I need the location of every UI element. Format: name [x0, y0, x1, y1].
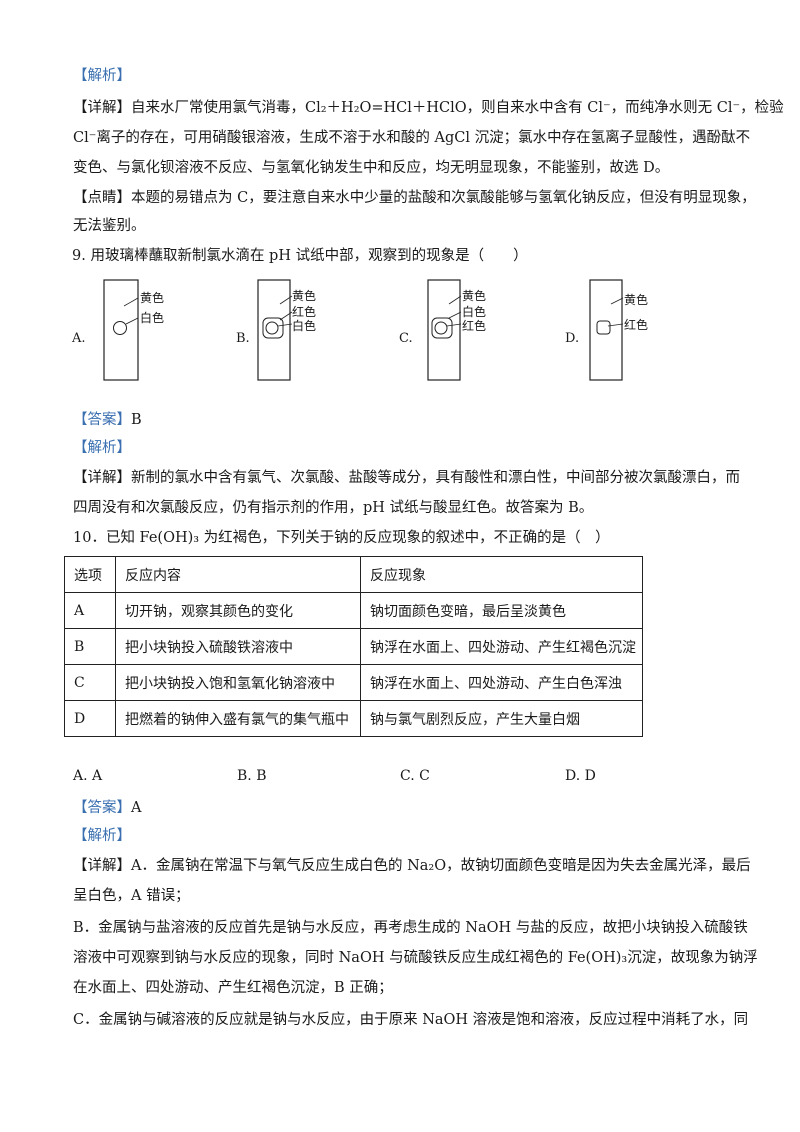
table-row: D 把燃着的钠伸入盛有氯气的集气瓶中 钠与氯气剧烈反应，产生大量白烟: [64, 700, 643, 737]
q10-table: 选项 反应内容 反应现象 A 切开钠，观察其颜色的变化 钠切面颜色变暗，最后呈淡…: [64, 556, 643, 737]
table-row: C 把小块钠投入饱和氢氧化钠溶液中 钠浮在水面上、四处游动、产生白色浑浊: [64, 664, 643, 701]
dianjing-tag: 【点睛】: [73, 190, 131, 206]
q10-detail-line: 溶液中可观察到钠与水反应的现象，同时 NaOH 与硫酸铁反应生成红褐色的 Fe(…: [73, 950, 758, 966]
q10-choice-d: D. D: [565, 768, 596, 784]
table-cell: 钠浮在水面上、四处游动、产生红褐色沉淀: [360, 628, 643, 665]
table-cell: 把燃着的钠伸入盛有氯气的集气瓶中: [115, 700, 361, 737]
table-cell: D: [64, 700, 116, 737]
table-cell: 把小块钠投入饱和氢氧化钠溶液中: [115, 664, 361, 701]
detail-tag: 【详解】: [73, 100, 131, 116]
ph-strip-d-diagram: [589, 279, 624, 381]
table-cell: 钠切面颜色变暗，最后呈淡黄色: [360, 592, 643, 629]
q10-choice-a: A. A: [73, 768, 103, 784]
table-cell: A: [64, 592, 116, 629]
q9-figure-d: D. 黄色 红色: [563, 276, 693, 386]
q9-jiexi-heading: 【解析】: [73, 440, 131, 456]
q10-detail-line: 在水面上、四处游动、产生红褐色沉淀，B 正确；: [73, 980, 393, 996]
table-cell: 钠与氯气剧烈反应，产生大量白烟: [360, 700, 643, 737]
table-header-cell: 反应内容: [115, 556, 361, 593]
dianjing-line: 无法鉴别。: [73, 218, 146, 234]
dianjing-line: 【点睛】本题的易错点为 C，要注意自来水中少量的盐酸和次氯酸能够与氢氧化钠反应，…: [73, 190, 756, 206]
q10-jiexi-heading: 【解析】: [73, 828, 131, 844]
q9-figure-a: A. 黄色 白色: [70, 276, 200, 386]
q10-detail-line: C．金属钠与碱溶液的反应就是钠与水反应，由于原来 NaOH 溶液是饱和溶液，反应…: [73, 1012, 749, 1028]
q9-figure-c: C. 黄色 白色 红色: [397, 276, 537, 386]
q9-detail-line: 【详解】新制的氯水中含有氯气、次氯酸、盐酸等成分，具有酸性和漂白性，中间部分被次…: [73, 470, 740, 486]
ph-strip-a-diagram: [103, 279, 139, 381]
q10-choice-c: C. C: [400, 768, 430, 784]
q9-figure-b: B. 黄色 红色 白色: [234, 276, 374, 386]
jiexi-heading-1: 【解析】: [73, 68, 131, 84]
q10-stem: 10．已知 Fe(OH)₃ 为红褐色，下列关于钠的反应现象的叙述中，不正确的是（…: [73, 530, 610, 546]
table-cell: 把小块钠投入硫酸铁溶液中: [115, 628, 361, 665]
ph-strip-c-diagram: [427, 279, 462, 381]
ph-strip-b-diagram: [257, 279, 293, 381]
table-cell: 切开钠，观察其颜色的变化: [115, 592, 361, 629]
q10-answer: 【答案】A: [73, 800, 142, 816]
q10-detail-line: B．金属钠与盐溶液的反应首先是钠与水反应，再考虑生成的 NaOH 与盐的反应，故…: [73, 920, 748, 936]
table-header-cell: 选项: [64, 556, 116, 593]
table-row: A 切开钠，观察其颜色的变化 钠切面颜色变暗，最后呈淡黄色: [64, 592, 643, 629]
table-header-cell: 反应现象: [360, 556, 643, 593]
table-cell: C: [64, 664, 116, 701]
q10-choice-b: B. B: [237, 768, 267, 784]
q10-detail-line: 呈白色，A 错误；: [73, 888, 190, 904]
table-cell: B: [64, 628, 116, 665]
table-row: B 把小块钠投入硫酸铁溶液中 钠浮在水面上、四处游动、产生红褐色沉淀: [64, 628, 643, 665]
table-cell: 钠浮在水面上、四处游动、产生白色浑浊: [360, 664, 643, 701]
detail-line: 变色、与氯化钡溶液不反应、与氢氧化钠发生中和反应，均无明显现象，不能鉴别，故选 …: [73, 160, 670, 176]
q10-detail-line: 【详解】A．金属钠在常温下与氧气反应生成白色的 Na₂O，故钠切面颜色变暗是因为…: [73, 858, 751, 874]
q9-answer: 【答案】B: [73, 412, 142, 428]
q9-stem: 9. 用玻璃棒蘸取新制氯水滴在 pH 试纸中部，观察到的现象是（ ）: [72, 248, 528, 264]
detail-line: 【详解】自来水厂常使用氯气消毒，Cl₂＋H₂O=HCl＋HClO，则自来水中含有…: [73, 100, 784, 116]
q9-detail-line: 四周没有和次氯酸反应，仍有指示剂的作用，pH 试纸与酸显红色。故答案为 B。: [73, 500, 594, 516]
table-header-row: 选项 反应内容 反应现象: [64, 556, 643, 593]
detail-line: Cl⁻离子的存在，可用硝酸银溶液，生成不溶于水和酸的 AgCl 沉淀；氯水中存在…: [73, 130, 751, 146]
